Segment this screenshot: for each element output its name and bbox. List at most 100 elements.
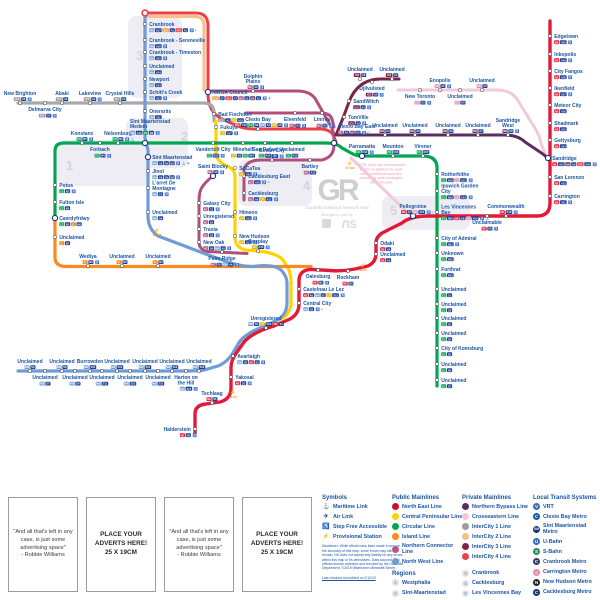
svg-text:Unclaimed: Unclaimed — [441, 316, 466, 322]
svg-text:S3: S3 — [210, 233, 214, 237]
svg-text:NW: NW — [153, 192, 158, 196]
svg-text:A20: A20 — [561, 40, 566, 44]
svg-text:Clexio Bay: Clexio Bay — [245, 117, 271, 123]
svg-text:Commonwealth: Commonwealth — [487, 204, 524, 210]
svg-text:A8: A8 — [214, 170, 218, 174]
svg-text:S4: S4 — [210, 246, 214, 250]
svg-text:A17: A17 — [561, 92, 566, 96]
svg-text:Unclaimed: Unclaimed — [145, 375, 170, 381]
svg-text:♿: ♿ — [216, 233, 221, 238]
legend-transit-label: Carrington Metro — [543, 569, 587, 576]
legend-line-intercity-3-line: InterCity 3 Line — [462, 543, 534, 551]
svg-text:2: 2 — [181, 129, 188, 144]
svg-text:Wediya: Wediya — [79, 254, 97, 260]
svg-text:A16: A16 — [156, 44, 161, 48]
svg-text:NOTE: Only one Crosseastern: NOTE: Only one Crosseastern — [357, 163, 406, 167]
svg-text:Medem: Medem — [130, 124, 148, 130]
svg-text:N4: N4 — [159, 260, 163, 264]
svg-text:♿: ♿ — [107, 153, 112, 158]
svg-text:CE: CE — [455, 195, 459, 199]
svg-text:Potus: Potus — [59, 183, 73, 189]
svg-text:♿ ○: ♿ ○ — [568, 200, 575, 205]
svg-text:Unclaimed: Unclaimed — [441, 331, 466, 337]
svg-text:Unclaimed: Unclaimed — [441, 287, 466, 293]
svg-text:N23: N23 — [448, 273, 453, 277]
svg-text:♿: ♿ — [274, 197, 279, 202]
svg-text:IC3: IC3 — [387, 73, 392, 77]
s-bahn-icon: S — [533, 548, 540, 556]
svg-text:Unclaimed: Unclaimed — [149, 64, 174, 70]
svg-text:A8: A8 — [509, 129, 513, 133]
legend-line-intercity-4-line: InterCity 4 Line — [462, 553, 534, 561]
svg-text:CC: CC — [95, 154, 99, 158]
svg-text:CE: CE — [413, 210, 417, 214]
svg-text:NW: NW — [315, 293, 320, 297]
svg-text:A16: A16 — [419, 210, 424, 214]
svg-text:A5: A5 — [387, 258, 391, 262]
svg-text:NC: NC — [204, 246, 208, 250]
svg-text:S17: S17 — [187, 387, 192, 391]
svg-text:Cacklesburg: Cacklesburg — [248, 191, 278, 197]
svg-text:A8: A8 — [159, 175, 163, 179]
svg-text:NW: NW — [130, 131, 135, 135]
line-CC — [53, 141, 439, 388]
svg-text:CP: CP — [221, 131, 225, 135]
svg-text:CE: CE — [467, 216, 471, 220]
svg-text:♿: ♿ — [341, 293, 346, 298]
svg-text:♿: ♿ — [89, 136, 94, 141]
svg-text:Djilvulsted: Djilvulsted — [359, 86, 384, 92]
svg-text:Unknown: Unknown — [441, 251, 464, 257]
svg-text:NW: NW — [96, 382, 101, 386]
svg-text:IC1: IC1 — [85, 97, 90, 101]
svg-text:♿: ♿ — [163, 44, 168, 49]
svg-text:NB: NB — [251, 96, 255, 100]
svg-text:A2: A2 — [267, 123, 271, 127]
svg-text:A6: A6 — [159, 216, 163, 220]
svg-text:♿: ♿ — [447, 83, 452, 88]
svg-text:Les Vincennes: Les Vincennes — [441, 205, 476, 211]
svg-text:NE: NE — [555, 127, 559, 131]
legend-line-circular-line: Circular Line — [392, 523, 464, 531]
svg-text:1: 1 — [66, 158, 73, 173]
svg-text:A5: A5 — [64, 97, 68, 101]
svg-text:NC: NC — [304, 171, 308, 175]
legend-symbols-title: Symbols — [322, 495, 348, 501]
svg-text:A4: A4 — [323, 124, 327, 128]
svg-text:♿: ♿ — [194, 386, 199, 391]
svg-text:Unclaimed: Unclaimed — [186, 359, 211, 365]
svg-text:N1: N1 — [310, 293, 314, 297]
svg-text:Schitt's Creek: Schitt's Creek — [149, 90, 182, 96]
svg-text:♿: ♿ — [261, 360, 266, 365]
svg-text:S4: S4 — [244, 360, 248, 364]
svg-text:A6: A6 — [22, 97, 26, 101]
svg-text:IC4: IC4 — [177, 28, 182, 32]
svg-text:NW: NW — [25, 365, 30, 369]
svg-text:NE: NE — [555, 40, 559, 44]
svg-text:♿: ♿ — [95, 259, 100, 264]
svg-text:Sint Maartenstad: Sint Maartenstad — [130, 119, 170, 125]
svg-text:Rotherhithe: Rotherhithe — [441, 172, 469, 178]
svg-text:Shadmark: Shadmark — [554, 121, 578, 127]
svg-text:NE: NE — [304, 293, 308, 297]
svg-text:♿: ♿ — [362, 121, 367, 126]
svg-text:New Oak: New Oak — [203, 240, 224, 246]
svg-text:along the line: along the line — [370, 181, 392, 185]
